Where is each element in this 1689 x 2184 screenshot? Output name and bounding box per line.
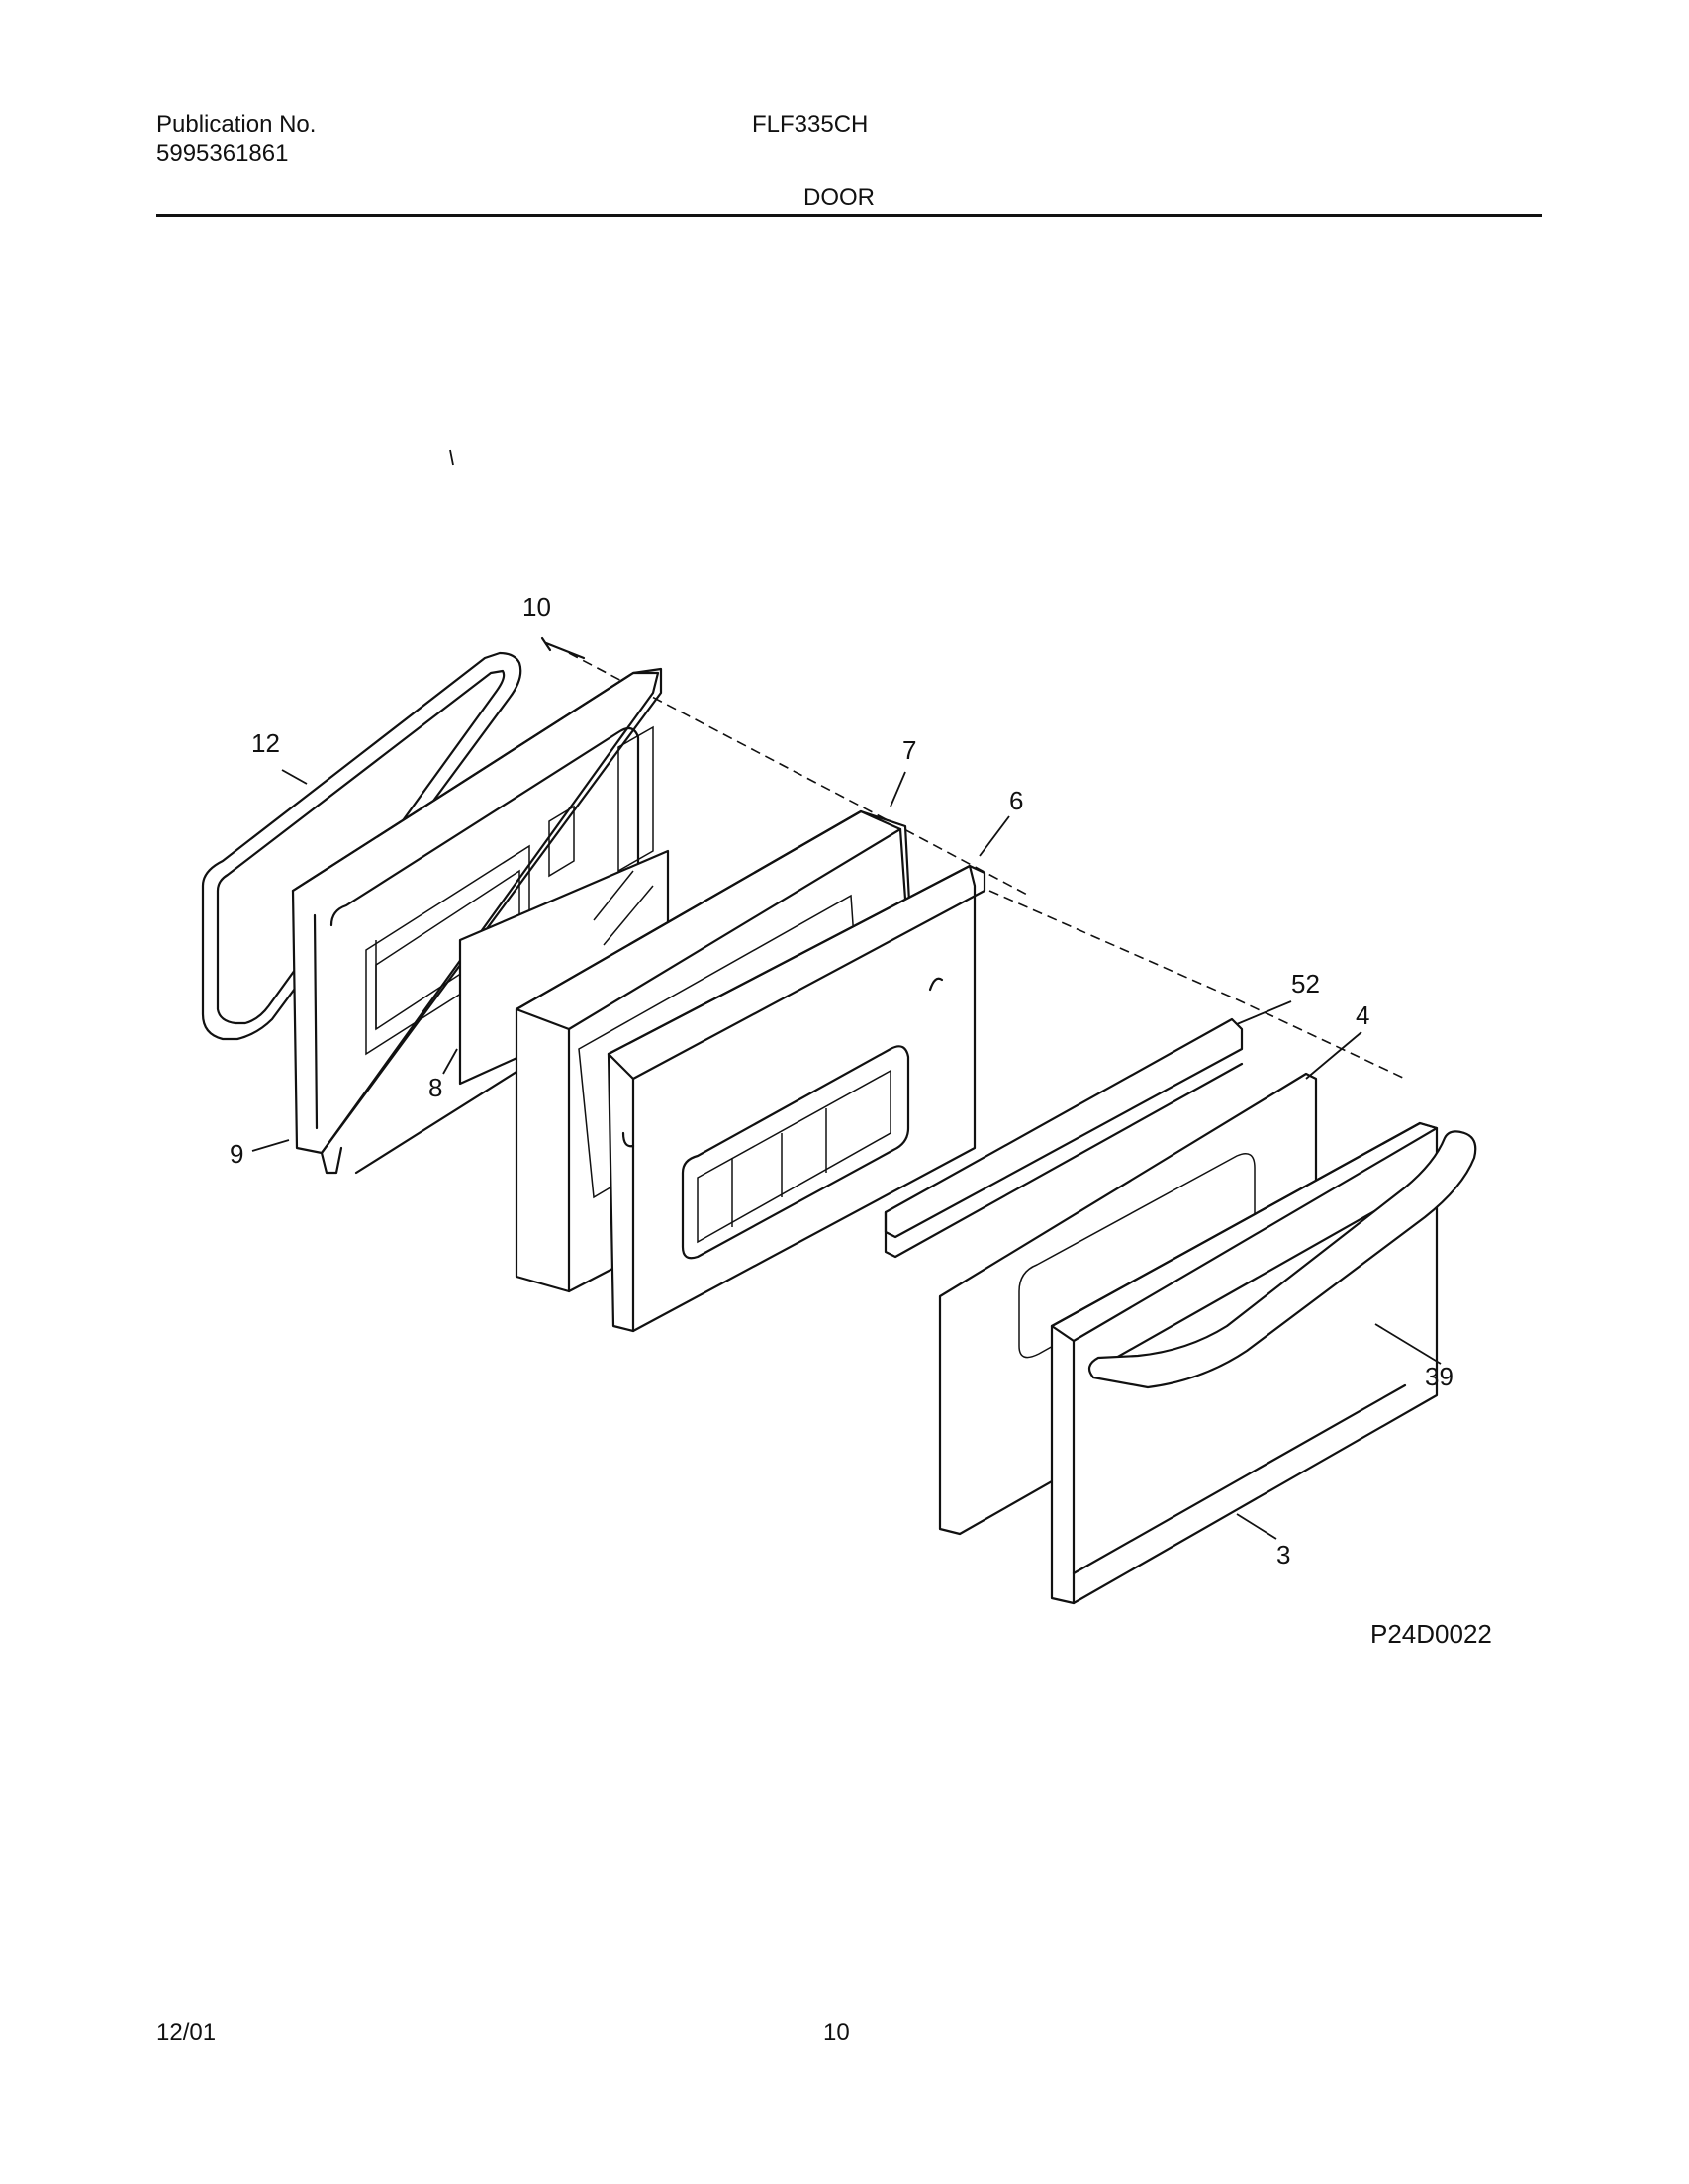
publication-label: Publication No. (156, 111, 317, 138)
page-number: 10 (823, 2019, 850, 2045)
callout-39: 39 (1425, 1362, 1454, 1391)
part-channel (884, 1017, 1244, 1259)
header-rule (156, 214, 1542, 217)
alignment-line-upper (568, 652, 1030, 897)
model-number: FLF335CH (752, 111, 869, 138)
callout-3: 3 (1276, 1540, 1290, 1569)
part-inner-panel (607, 864, 986, 1333)
footer-date: 12/01 (156, 2019, 217, 2045)
callout-leaders (251, 449, 1442, 1540)
callout-52: 52 (1291, 969, 1320, 998)
callout-9: 9 (230, 1139, 243, 1169)
callout-6: 6 (1009, 786, 1023, 815)
part-screw (540, 636, 586, 660)
alignment-line-lower (988, 890, 1406, 1080)
callout-12: 12 (251, 728, 280, 758)
callout-4: 4 (1356, 1000, 1369, 1030)
section-title: DOOR (803, 184, 875, 211)
part-handle (1087, 1130, 1477, 1389)
callout-10: 10 (522, 592, 551, 621)
callout-7: 7 (902, 735, 916, 765)
publication-number: 5995361861 (156, 141, 289, 167)
callout-8: 8 (428, 1073, 442, 1102)
diagram-code: P24D0022 (1370, 1619, 1492, 1649)
